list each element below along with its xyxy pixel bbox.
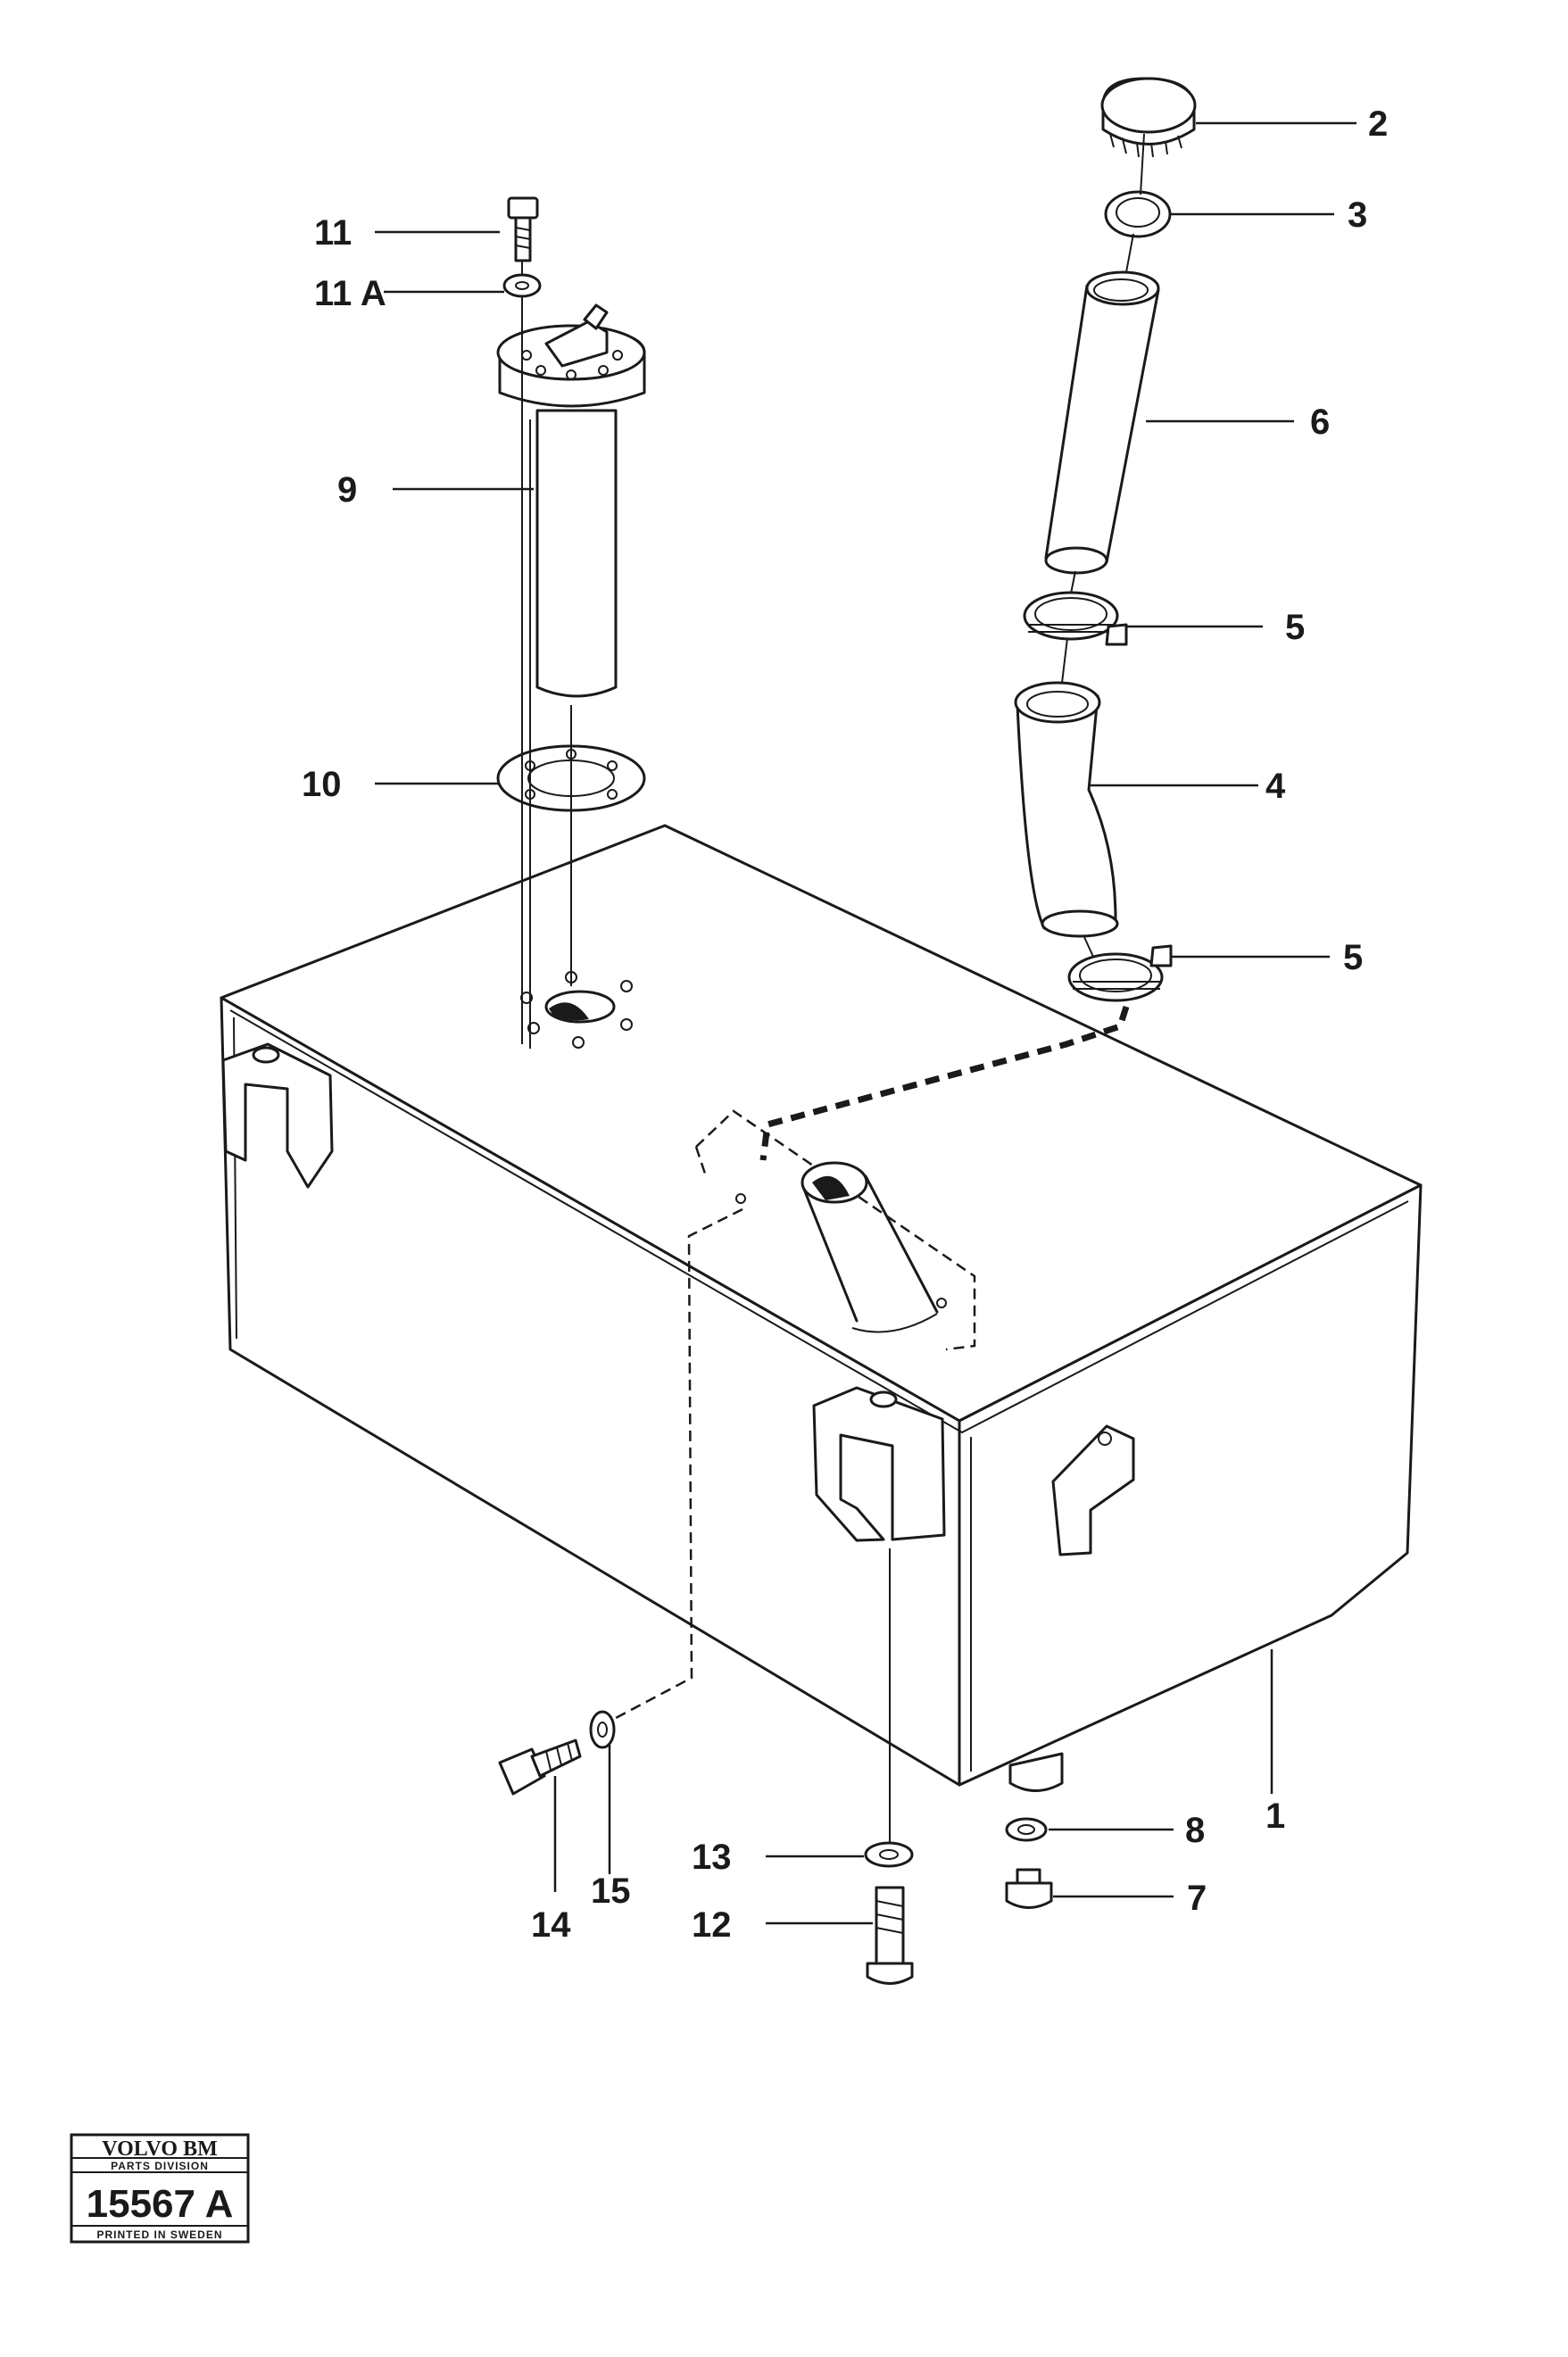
fuel-tank [220, 824, 1423, 1792]
washer-11a [502, 273, 542, 298]
bolt-12 [866, 1886, 914, 1985]
filler-alignment-line [1061, 133, 1145, 958]
callout-11a: 11 A [314, 274, 386, 313]
filler-hose [1014, 681, 1119, 938]
screw-11 [507, 196, 539, 262]
volvo-bm-stamp: VOLVO BM PARTS DIVISION 15567 A PRINTED … [70, 2133, 250, 2244]
callout-2: 2 [1368, 104, 1388, 144]
callout-14: 14 [531, 1905, 571, 1945]
filler-cap [1100, 77, 1197, 158]
hose-clamp-upper [1023, 591, 1128, 646]
callout-11: 11 [314, 213, 352, 253]
front-mounting-bracket [812, 1386, 946, 1542]
callout-8: 8 [1185, 1811, 1205, 1850]
callout-6: 6 [1310, 403, 1330, 442]
callout-12: 12 [692, 1905, 732, 1945]
fuel-level-sender [496, 303, 646, 698]
callout-1: 1 [1265, 1797, 1285, 1836]
hose-clamp-lower [1067, 944, 1173, 1002]
internal-filler-neck [694, 1109, 976, 1351]
callout-10: 10 [302, 765, 342, 804]
callout-13: 13 [692, 1838, 732, 1877]
callout-15: 15 [591, 1871, 631, 1911]
washer-8 [1005, 1817, 1048, 1842]
sender-alignment-line [521, 261, 531, 1049]
stamp-number: 15567 A [87, 2182, 234, 2226]
filler-pipe [1044, 270, 1160, 575]
stamp-origin: PRINTED IN SWEDEN [96, 2228, 222, 2241]
leader-lines [375, 121, 1356, 1925]
callout-3: 3 [1348, 195, 1367, 235]
callout-7: 7 [1187, 1879, 1207, 1918]
washer-13 [864, 1841, 914, 1868]
drain-plug-7 [1005, 1868, 1053, 1909]
hose-routing-line [759, 1005, 1130, 1161]
side-bracket [1051, 1424, 1135, 1556]
stamp-division: PARTS DIVISION [111, 2160, 209, 2172]
callout-5a: 5 [1285, 608, 1305, 647]
stamp-brand: VOLVO BM [102, 2137, 218, 2161]
cap-gasket [1104, 190, 1172, 238]
bolt-14 [498, 1739, 582, 1796]
bolt-hidden-path [615, 1208, 743, 1720]
tank-top-openings [520, 971, 633, 1049]
left-mounting-bracket [221, 1042, 334, 1189]
callout-9: 9 [337, 470, 357, 510]
callout-5b: 5 [1343, 938, 1363, 977]
callout-4: 4 [1265, 767, 1286, 806]
washer-15 [589, 1710, 616, 1749]
